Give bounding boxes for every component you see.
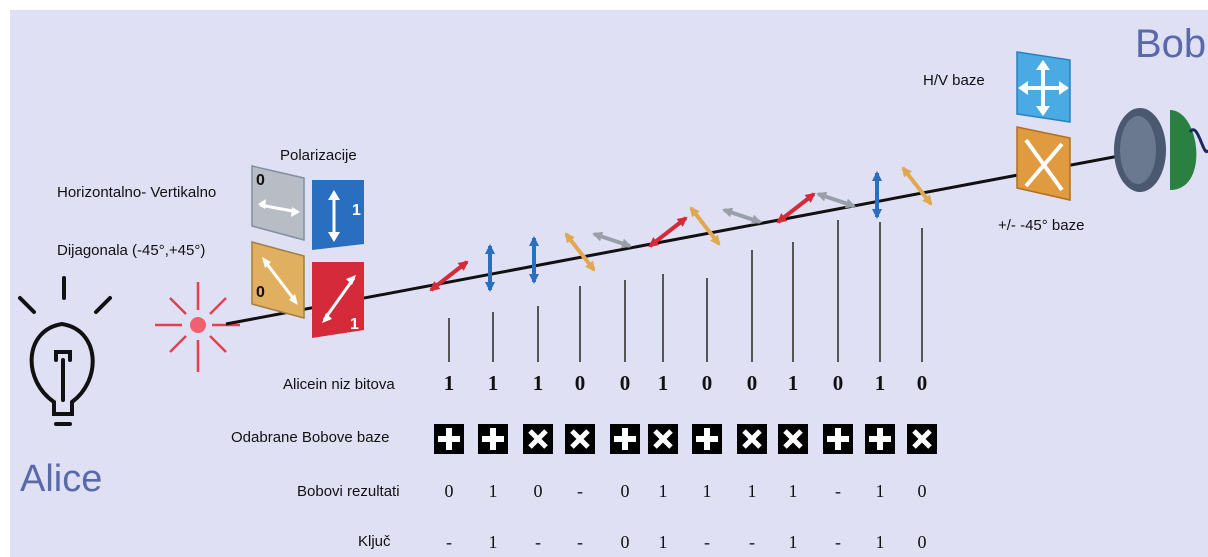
- key-bit: -: [749, 532, 755, 552]
- photon-yellow-diagonal: [901, 166, 933, 206]
- bob-result: 1: [488, 481, 498, 501]
- polarizer-value-vertical: 1: [352, 202, 361, 219]
- photon-timing-bars: [448, 220, 923, 362]
- alice-bit: 1: [787, 371, 799, 395]
- alice-bit: 0: [916, 371, 928, 395]
- key-bit: 1: [788, 532, 798, 552]
- photon-blue-vertical: [529, 236, 539, 284]
- cross-basis-icon: [648, 424, 678, 454]
- bob-detector-icon: [1114, 108, 1208, 192]
- bob-hv-filter: [1016, 51, 1071, 123]
- plus-basis-icon: [434, 424, 464, 454]
- plus-basis-icon: [478, 424, 508, 454]
- alice-bit: 1: [487, 371, 499, 395]
- key-bit: 0: [620, 532, 630, 552]
- key-bit: -: [535, 532, 541, 552]
- laser-burst-icon: [155, 282, 240, 372]
- alice-bits-label: Alicein niz bitova: [283, 376, 395, 393]
- polarizer-horizontal: [251, 165, 305, 241]
- alice-bit: 0: [832, 371, 844, 395]
- bob-result: 0: [620, 481, 630, 501]
- photon-yellow-diagonal: [564, 232, 596, 272]
- key-bit: 1: [488, 532, 498, 552]
- bob-result: 0: [444, 481, 454, 501]
- bob-diagonal-filter: [1016, 126, 1071, 201]
- bob-result: -: [835, 481, 841, 501]
- polarizer-diagonal-red: [312, 262, 364, 338]
- key-label: Ključ: [358, 533, 391, 550]
- bob-label: Bob: [1135, 22, 1207, 66]
- alice-bit: 0: [619, 371, 631, 395]
- photon-red-diagonal: [429, 260, 469, 292]
- polarizer-value-diagonal-red: 1: [350, 316, 359, 333]
- key-bit: -: [577, 532, 583, 552]
- hv-bases-label: H/V baze: [923, 72, 985, 89]
- key-bit: 0: [917, 532, 927, 552]
- hv-label: Horizontalno- Vertikalno: [57, 184, 217, 201]
- polarizacije-label: Polarizacije: [280, 147, 357, 164]
- photon-gray-horizontal: [816, 191, 856, 209]
- key-bit: 1: [658, 532, 668, 552]
- photon-sequence: [429, 166, 933, 292]
- photon-blue-vertical: [872, 171, 882, 219]
- alice-bit: 0: [746, 371, 758, 395]
- bob-result: 1: [658, 481, 668, 501]
- bob-result: 0: [917, 481, 927, 501]
- cross-basis-icon: [737, 424, 767, 454]
- cross-basis-icon: [907, 424, 937, 454]
- alice-bit: 0: [701, 371, 713, 395]
- photon-red-diagonal: [648, 216, 688, 248]
- key-bit: -: [446, 532, 452, 552]
- alice-bit: 0: [574, 371, 586, 395]
- diagonal-bases-label: +/- -45° baze: [998, 217, 1085, 234]
- bob-result: 0: [533, 481, 543, 501]
- photon-yellow-diagonal: [689, 206, 721, 246]
- bob-result: -: [577, 481, 583, 501]
- alice-label: Alice: [20, 458, 103, 500]
- plus-basis-icon: [823, 424, 853, 454]
- photon-gray-horizontal: [722, 207, 762, 225]
- key-bit: -: [835, 532, 841, 552]
- laser-core: [190, 317, 206, 333]
- bob-bases-label: Odabrane Bobove baze: [231, 429, 390, 446]
- bob-result: 1: [747, 481, 757, 501]
- diagonal-label: Dijagonala (-45°,+45°): [57, 242, 206, 259]
- alice-bit: 1: [657, 371, 669, 395]
- bob-results-label: Bobovi rezultati: [297, 483, 400, 500]
- plus-basis-icon: [610, 424, 640, 454]
- alice-bit: 1: [443, 371, 455, 395]
- key-bit: 1: [875, 532, 885, 552]
- alice-bit: 1: [532, 371, 544, 395]
- polarizer-value-horizontal: 0: [256, 172, 265, 189]
- bob-result: 1: [702, 481, 712, 501]
- key-bit: -: [704, 532, 710, 552]
- cross-basis-icon: [523, 424, 553, 454]
- photon-blue-vertical: [485, 244, 495, 292]
- plus-basis-icon: [692, 424, 722, 454]
- alice-bit: 1: [874, 371, 886, 395]
- polarizer-diagonal-yellow: [251, 241, 305, 319]
- cross-basis-icon: [565, 424, 595, 454]
- bob-result: 1: [788, 481, 798, 501]
- polarizer-vertical: [312, 180, 364, 250]
- photon-beam: [225, 151, 1136, 326]
- lightbulb-icon: [18, 276, 112, 426]
- plus-basis-icon: [865, 424, 895, 454]
- bob-result: 1: [875, 481, 885, 501]
- diagram-background: [10, 10, 1208, 557]
- photon-gray-horizontal: [592, 231, 632, 249]
- polarizer-value-diagonal-yellow: 0: [256, 284, 265, 301]
- photon-red-diagonal: [776, 192, 816, 224]
- cross-basis-icon: [778, 424, 808, 454]
